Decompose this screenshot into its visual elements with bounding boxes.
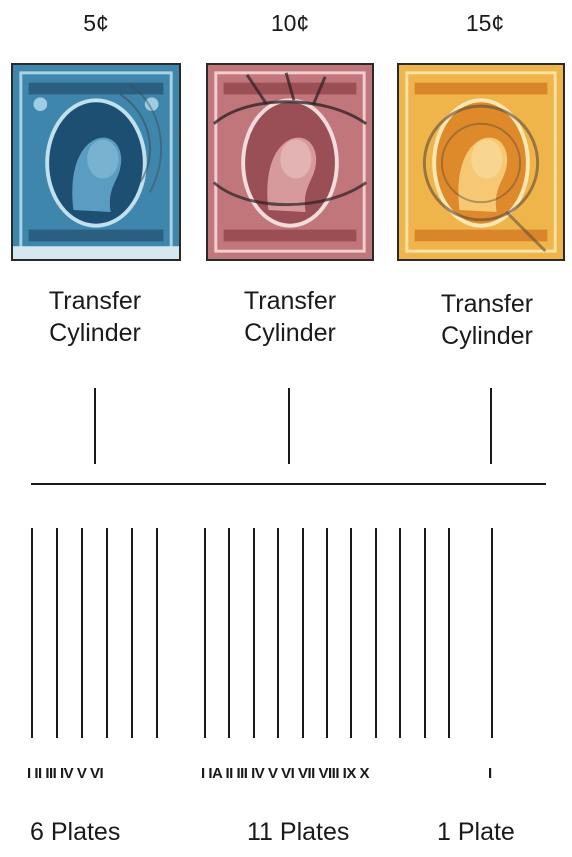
plate-labels-5c: I II III IV V VI [27, 765, 103, 782]
cylinder-label-line1: Transfer [412, 288, 562, 320]
horizontal-divider [31, 483, 546, 485]
plate-line-group1-iii [81, 528, 83, 738]
denomination-15c: 15¢ [425, 10, 545, 37]
plate-line-group1-iv [106, 528, 108, 738]
cylinder-connector-15c [490, 388, 492, 464]
plate-line-group2-ix [424, 528, 426, 738]
plate-labels-15c: I [488, 765, 492, 782]
plate-line-group2-vi [350, 528, 352, 738]
plate-line-group2-iii [277, 528, 279, 738]
cylinder-label-5c: Transfer Cylinder [20, 285, 170, 349]
cylinder-label-line2: Cylinder [20, 317, 170, 349]
plate-count-5c: 6 Plates [30, 818, 120, 847]
cylinder-label-10c: Transfer Cylinder [215, 285, 365, 349]
plate-line-group1-vi [156, 528, 158, 738]
cylinder-connector-10c [288, 388, 290, 464]
plate-line-group2-vii [375, 528, 377, 738]
cylinder-label-line2: Cylinder [215, 317, 365, 349]
plate-line-group2-ia [228, 528, 230, 738]
cylinder-label-line2: Cylinder [412, 320, 562, 352]
plate-line-group2-ii [253, 528, 255, 738]
cylinder-label-15c: Transfer Cylinder [412, 288, 562, 352]
plate-line-group2-v [326, 528, 328, 738]
plate-labels-10c: I IA II III IV V VI VII VIII IX X [201, 765, 369, 782]
plate-line-group2-i [204, 528, 206, 738]
cylinder-connector-5c [94, 388, 96, 464]
plate-line-group1-i [31, 528, 33, 738]
stamp-15c-orange-image [397, 63, 565, 261]
stamp-10c-red-image [206, 63, 374, 261]
plate-count-15c: 1 Plate [437, 818, 515, 847]
plate-line-group2-iv [302, 528, 304, 738]
cylinder-label-line1: Transfer [215, 285, 365, 317]
denomination-10c: 10¢ [230, 10, 350, 37]
plate-line-group1-v [131, 528, 133, 738]
denomination-5c: 5¢ [36, 10, 156, 37]
plate-line-group3-i [491, 528, 493, 738]
plate-count-10c: 11 Plates [247, 818, 349, 847]
stamp-5c-blue-image [11, 63, 181, 261]
plate-line-group1-ii [56, 528, 58, 738]
plate-line-group2-viii [399, 528, 401, 738]
plate-line-group2-x [448, 528, 450, 738]
cylinder-label-line1: Transfer [20, 285, 170, 317]
